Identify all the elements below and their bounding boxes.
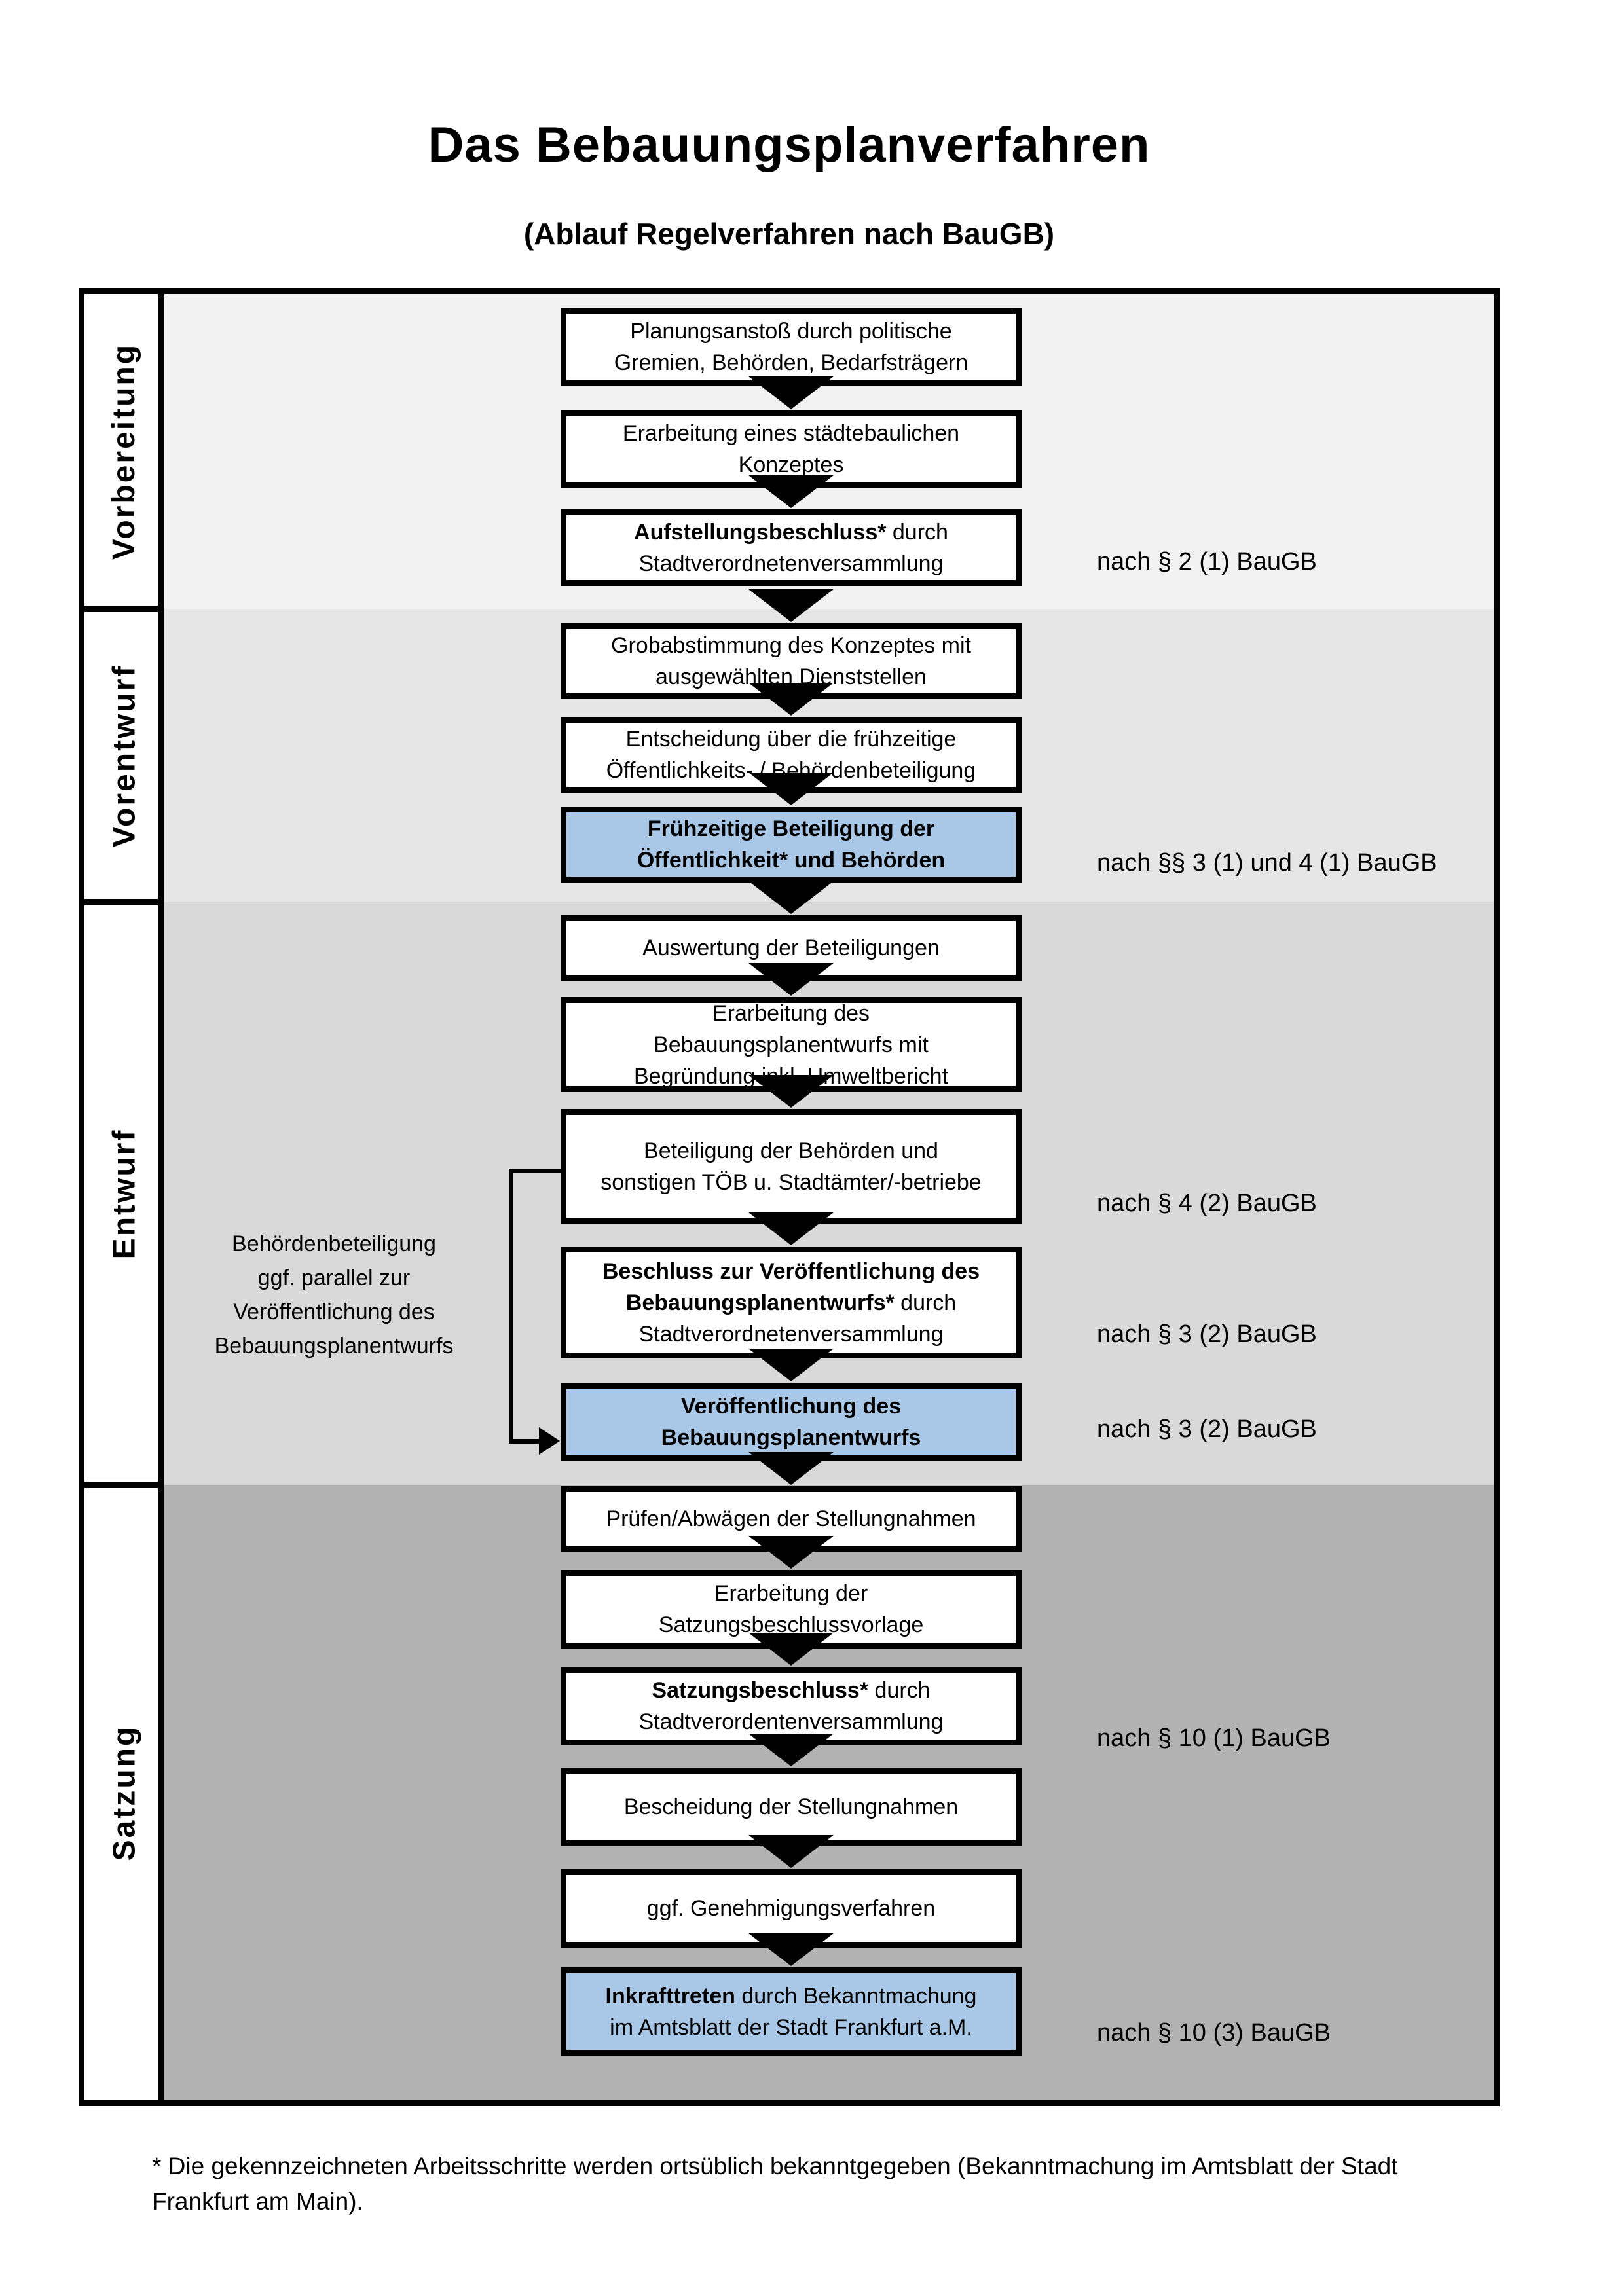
- parallel-bracket-line: [509, 1169, 561, 1173]
- law-note-inkrafttreten: nach § 10 (3) BauGB: [1097, 2019, 1331, 2047]
- arrow-down-icon: [748, 1835, 834, 1868]
- phase-label-satzung: Satzung: [107, 1724, 142, 1861]
- phase-label-column: [84, 294, 164, 2100]
- parallel-bracket-line: [509, 1169, 513, 1444]
- section-divider: [84, 1482, 164, 1488]
- flow-box-auswertung: Auswertung der Beteiligungen: [561, 915, 1022, 981]
- arrow-down-icon: [748, 683, 834, 716]
- flow-box-bescheidung: Bescheidung der Stellungnahmen: [561, 1768, 1022, 1846]
- arrow-down-icon: [748, 1349, 834, 1381]
- page-subtitle: (Ablauf Regelverfahren nach BauGB): [523, 217, 1055, 251]
- arrow-down-icon: [748, 376, 834, 409]
- law-note-behoerdenbeteiligung: nach § 4 (2) BauGB: [1097, 1190, 1317, 1217]
- arrow-down-icon: [748, 1452, 834, 1485]
- phase-label-entwurf: Entwurf: [107, 1128, 142, 1259]
- footnote: * Die gekennzeichneten Arbeitsschritte w…: [152, 2153, 1398, 2215]
- parallel-bracket-line: [509, 1439, 542, 1444]
- arrow-down-icon: [748, 1536, 834, 1569]
- arrow-down-icon: [748, 1933, 834, 1966]
- page-title: Das Bebauungsplanverfahren: [428, 117, 1151, 173]
- arrow-down-icon: [748, 773, 834, 805]
- arrow-down-icon: [748, 1212, 834, 1245]
- arrow-down-icon: [748, 1075, 834, 1108]
- arrow-down-icon: [748, 475, 834, 508]
- arrow-down-icon: [748, 881, 834, 914]
- phase-label-vorbereitung: Vorbereitung: [107, 342, 142, 560]
- side-note-parallel: Behördenbeteiligung ggf. parallel zur Ve…: [214, 1231, 454, 1358]
- arrow-down-icon: [748, 1734, 834, 1766]
- arrow-right-icon: [539, 1427, 560, 1455]
- section-divider: [84, 606, 164, 612]
- arrow-down-icon: [748, 963, 834, 996]
- law-note-veroeffentlichung: nach § 3 (2) BauGB: [1097, 1415, 1317, 1443]
- law-note-beschluss: nach § 3 (2) BauGB: [1097, 1321, 1317, 1348]
- law-note-fruehzeitige-beteiligung: nach §§ 3 (1) und 4 (1) BauGB: [1097, 849, 1437, 877]
- section-divider: [84, 899, 164, 905]
- law-note-satzungsbeschluss: nach § 10 (1) BauGB: [1097, 1724, 1331, 1752]
- arrow-down-icon: [748, 1633, 834, 1666]
- phase-label-vorentwurf: Vorentwurf: [107, 664, 142, 847]
- flowchart-frame: Vorbereitung Vorentwurf Entwurf Satzung …: [79, 288, 1500, 2106]
- law-note-aufstellungsbeschluss: nach § 2 (1) BauGB: [1097, 548, 1317, 575]
- arrow-down-icon: [748, 589, 834, 622]
